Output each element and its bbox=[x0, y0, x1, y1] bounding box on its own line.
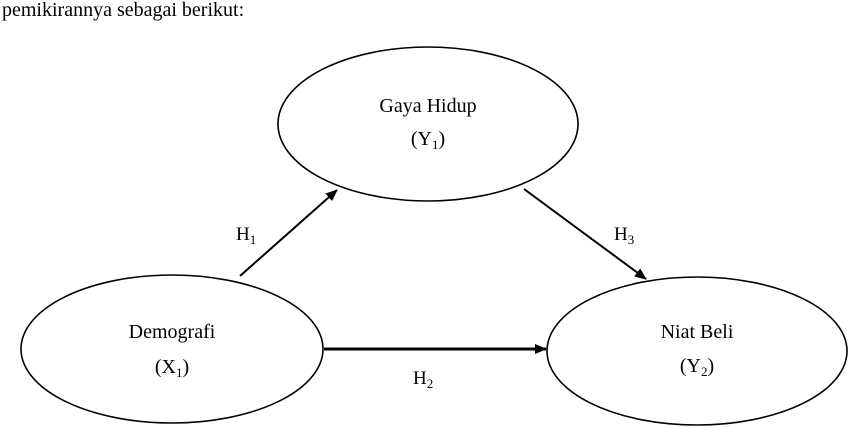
node-gaya-hidup-label: Gaya Hidup bbox=[379, 95, 476, 117]
node-gaya-hidup: Gaya Hidup (Y1) bbox=[277, 46, 579, 202]
node-niat-beli-ellipse bbox=[546, 276, 848, 426]
label-h3: H3 bbox=[614, 224, 634, 247]
label-h1: H1 bbox=[236, 224, 256, 247]
node-niat-beli-label: Niat Beli bbox=[661, 321, 734, 343]
node-gaya-hidup-code: (Y1) bbox=[411, 128, 445, 152]
label-h2: H2 bbox=[413, 368, 433, 391]
node-demografi: Demografi (X1) bbox=[20, 274, 324, 424]
node-gaya-hidup-ellipse bbox=[277, 46, 579, 202]
arrow-h3 bbox=[523, 188, 647, 280]
node-demografi-label: Demografi bbox=[129, 321, 216, 343]
node-demografi-code: (X1) bbox=[155, 356, 189, 380]
node-demografi-ellipse bbox=[20, 274, 324, 424]
arrow-h1 bbox=[239, 189, 338, 277]
node-niat-beli-code: (Y2) bbox=[680, 355, 714, 379]
node-niat-beli: Niat Beli (Y2) bbox=[546, 276, 848, 426]
intro-text: pemikirannya sebagai berikut: bbox=[2, 0, 245, 21]
